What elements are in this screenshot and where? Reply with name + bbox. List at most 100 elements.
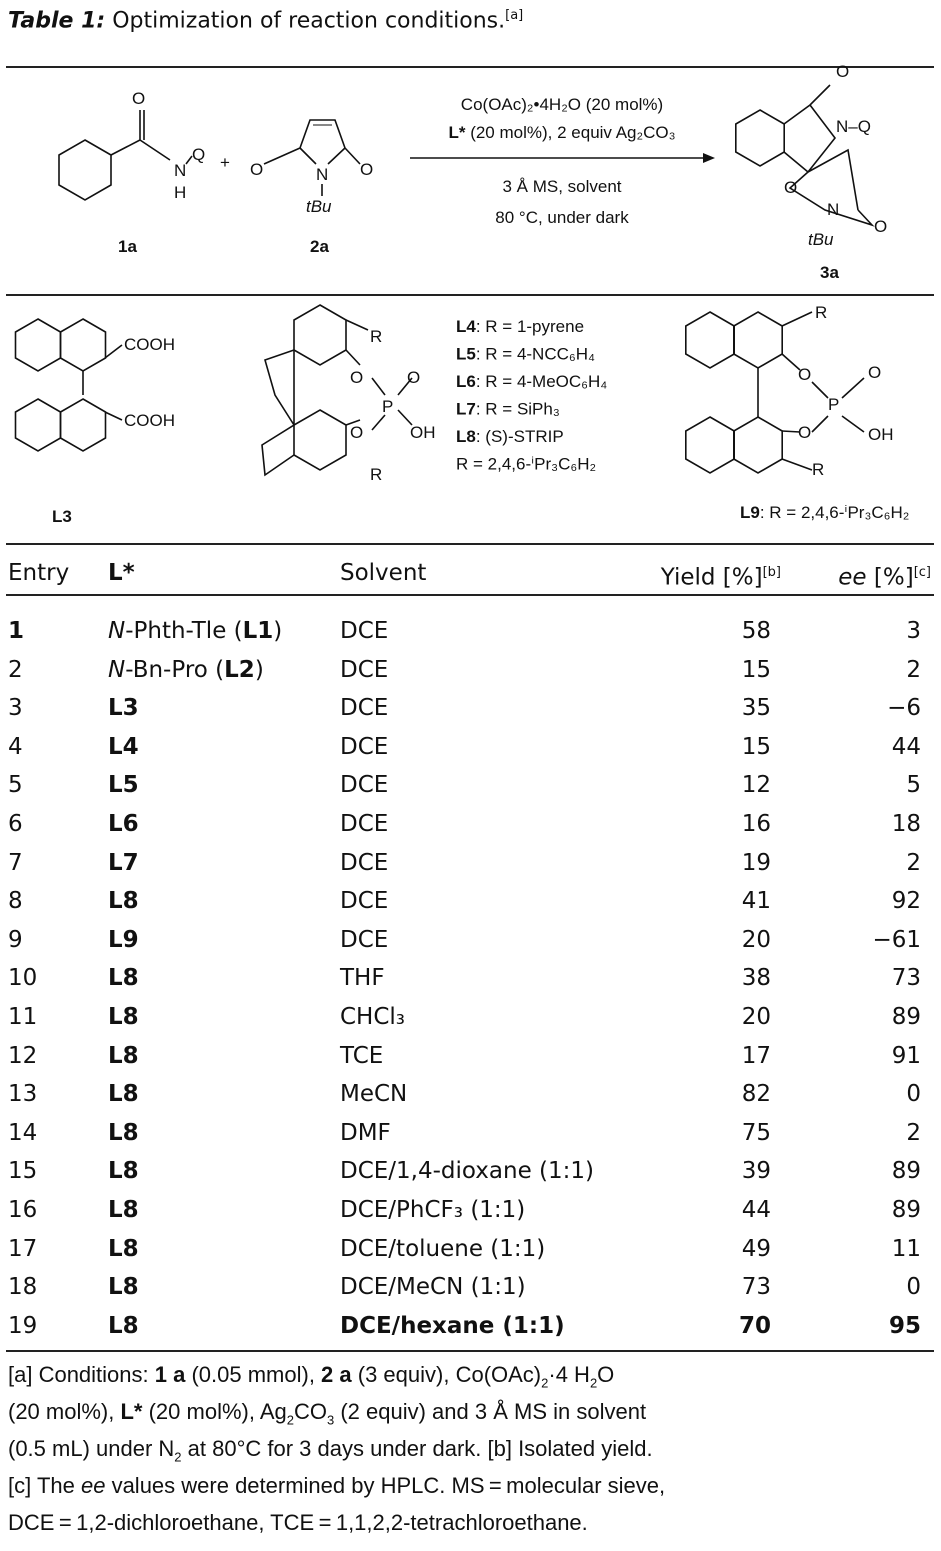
cell-ee: 5 <box>906 772 921 799</box>
ligand-part: L8 <box>108 1235 139 1262</box>
plus-sign: + <box>220 153 230 172</box>
footnote-line: [c] The ee values were determined by HPL… <box>8 1467 938 1504</box>
cell-yield: 41 <box>741 888 771 915</box>
atom-o: O <box>132 89 145 108</box>
fn: 2 <box>541 1375 549 1391</box>
cell-entry: 4 <box>8 733 23 760</box>
bond <box>293 304 347 366</box>
cell-yield: 15 <box>741 656 771 683</box>
ligand-part: L2 <box>224 656 255 683</box>
header-ee: ee [%][c] <box>838 554 931 597</box>
ligand-part: N <box>108 618 126 644</box>
ligand-part: L8 <box>108 1158 139 1185</box>
cell-ee: −61 <box>872 926 921 953</box>
cell-solvent: DCE/MeCN (1:1) <box>340 1274 526 1301</box>
cell-solvent: DCE/hexane (1:1) <box>340 1312 565 1339</box>
cell-yield: 35 <box>741 695 771 722</box>
title-text: Optimization of reaction conditions. <box>105 8 506 34</box>
title-label: Table 1: <box>8 8 106 34</box>
cell-entry: 9 <box>8 926 23 953</box>
cell-ligand: L5 <box>108 766 139 804</box>
cell-ee: 91 <box>891 1042 921 1069</box>
header-ee-unit: [%] <box>866 564 914 591</box>
bond <box>104 344 123 421</box>
cell-ee: 0 <box>906 1274 921 1301</box>
table-title: Table 1: Optimization of reaction condit… <box>8 8 523 33</box>
cell-entry: 1 <box>8 618 25 644</box>
ligand-part: L8 <box>108 1312 139 1339</box>
cell-ligand: L8 <box>108 998 139 1036</box>
table-row: 15 L8 DCE/1,4-dioxane (1:1) 39 89 <box>0 1152 941 1190</box>
cell-solvent: DCE/1,4-dioxane (1:1) <box>340 1158 594 1185</box>
ligand-id: L6 <box>456 372 476 391</box>
compound-3a-label: 3a <box>820 263 839 282</box>
cell-solvent: DCE/toluene (1:1) <box>340 1235 546 1262</box>
cell-ee: 92 <box>891 888 921 915</box>
footnote-line: (20 mol%), L* (20 mol%), Ag2CO3 (2 equiv… <box>8 1393 938 1430</box>
table-bottom-rule <box>6 1350 934 1352</box>
cell-ligand: L8 <box>108 1268 139 1306</box>
cell-ligand: L9 <box>108 921 139 959</box>
atom-n: N <box>174 161 186 180</box>
cooh-label: COOH <box>124 411 175 430</box>
cell-ee: 11 <box>891 1235 921 1262</box>
cell-ligand: L8 <box>108 882 139 920</box>
fn: 2 <box>286 1412 294 1428</box>
atom-n: N <box>827 200 839 219</box>
fn: 2 a <box>321 1362 352 1387</box>
cell-entry: 14 <box>8 1119 38 1146</box>
cell-entry: 15 <box>8 1158 38 1185</box>
cell-ligand: L8 <box>108 1307 139 1345</box>
cell-entry: 12 <box>8 1042 38 1069</box>
bond <box>783 84 875 227</box>
cell-ee: 89 <box>891 1004 921 1030</box>
ligand-part: L1 <box>242 618 274 644</box>
structure-bonds <box>14 84 875 477</box>
compound-2a-label: 2a <box>310 237 329 256</box>
cell-ligand: L8 <box>108 1037 139 1075</box>
cell-ligand: L8 <box>108 1152 139 1190</box>
condition-ligand: L* (20 mol%), 2 equiv Ag₂CO₃ <box>448 123 675 142</box>
ligand-part: L4 <box>108 733 139 760</box>
cell-yield: 49 <box>741 1235 771 1262</box>
bond <box>261 349 295 477</box>
ligand-part: L6 <box>108 811 139 837</box>
cell-ligand: N-Bn-Pro (L2) <box>108 651 264 689</box>
cell-ligand: L8 <box>108 1114 139 1152</box>
cell-yield: 58 <box>741 618 771 644</box>
cell-ee: 95 <box>888 1312 921 1339</box>
ligand-definition: L6: R = 4-MeOC₆H₄ <box>456 372 607 391</box>
ligand-symbol: L* <box>448 123 465 142</box>
fn: 2 <box>174 1449 182 1465</box>
fn: at 80°C for 3 days under dark. [b] Isola… <box>181 1436 653 1461</box>
cell-yield: 39 <box>741 1158 771 1185</box>
cell-solvent: CHCl₃ <box>340 1004 406 1030</box>
cell-entry: 17 <box>8 1235 38 1262</box>
bond <box>58 139 112 201</box>
ligand-part: L8 <box>108 888 139 915</box>
atom-o: O <box>350 423 363 442</box>
cell-entry: 18 <box>8 1274 38 1301</box>
cell-solvent: DCE <box>340 695 389 722</box>
header-yield-text: Yield [%] <box>660 564 763 591</box>
cell-solvent: DCE <box>340 811 389 837</box>
cell-yield: 16 <box>741 811 771 837</box>
cell-ligand: L3 <box>108 689 139 727</box>
cell-ee: 89 <box>891 1158 921 1185</box>
bond <box>293 409 347 471</box>
footnote-line: DCE = 1,2-dichloroethane, TCE = 1,1,2,2-… <box>8 1504 938 1541</box>
header-yield-note: [b] <box>762 565 781 580</box>
bond <box>781 311 865 471</box>
condition-catalyst: Co(OAc)₂•4H₂O (20 mol%) <box>461 95 663 114</box>
cell-ligand: N-Phth-Tle (L1) <box>108 612 282 650</box>
cell-solvent: DCE <box>340 849 389 876</box>
l9-definition: L9: R = 2,4,6-ⁱPr₃C₆H₂ <box>740 503 909 522</box>
cell-ee: 18 <box>891 811 921 837</box>
